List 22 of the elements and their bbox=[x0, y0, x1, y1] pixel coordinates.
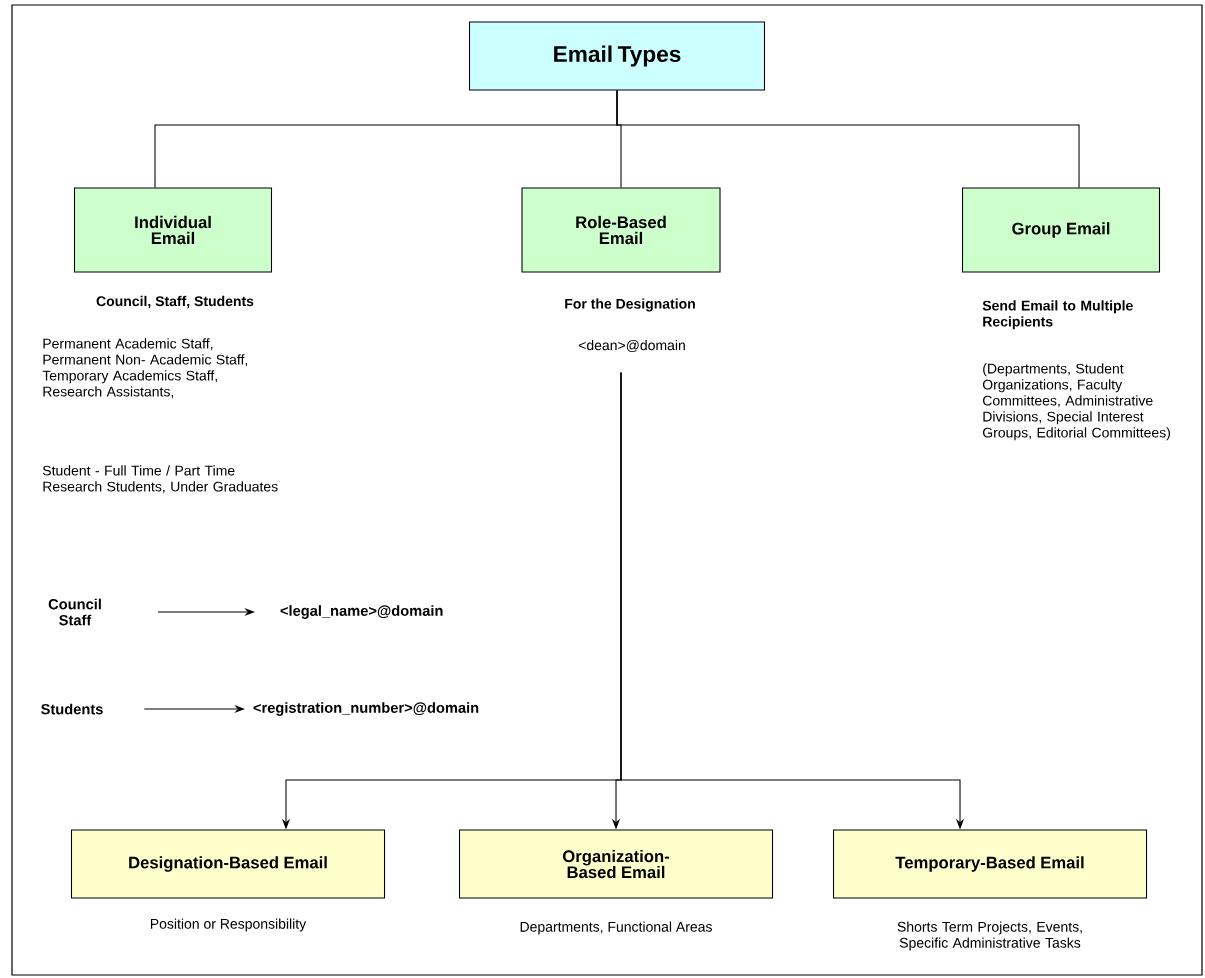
description-text: Council, Staff, Students bbox=[96, 295, 254, 309]
text-label: Students bbox=[41, 703, 103, 715]
description-text: Position or Responsibility bbox=[150, 918, 307, 932]
description-text: Shorts Term Projects, Events, Specific Administrative Tasks bbox=[897, 921, 1082, 951]
category-box: Group Email bbox=[961, 187, 1161, 273]
description-text: For the Designation bbox=[565, 298, 695, 312]
list-text: Student - Full Time / Part Time Research Students, Under Graduates bbox=[42, 465, 278, 494]
category-box: Role-Based Email bbox=[521, 187, 721, 273]
subtype-box: Designation-Based Email bbox=[70, 829, 386, 899]
connector-line bbox=[616, 90, 1080, 188]
text-label: Council Staff bbox=[48, 598, 101, 626]
address-text: <registration_number>@domain bbox=[253, 702, 479, 716]
description-text: Departments, Functional Areas bbox=[520, 921, 712, 935]
subtype-box: Temporary-Based Email bbox=[832, 829, 1148, 899]
title-box: Email Types bbox=[468, 21, 766, 91]
address-text: <legal_name>@domain bbox=[280, 605, 443, 619]
description-text: (Departments, Student Organizations, Faculty Committees, Administrative Divisions, Special Interest Groups, Editorial Committees) bbox=[982, 363, 1170, 441]
category-box: Individual Email bbox=[73, 187, 273, 273]
description-text: <dean>@domain bbox=[578, 339, 685, 353]
subtype-box: Organization-Based Email bbox=[458, 829, 774, 899]
description-text: Send Email to Multiple Recipients bbox=[982, 300, 1133, 330]
list-text: Permanent Academic Staff, Permanent Non- Academic Staff, Temporary Academics Staff, Research Assistants, bbox=[42, 338, 248, 399]
